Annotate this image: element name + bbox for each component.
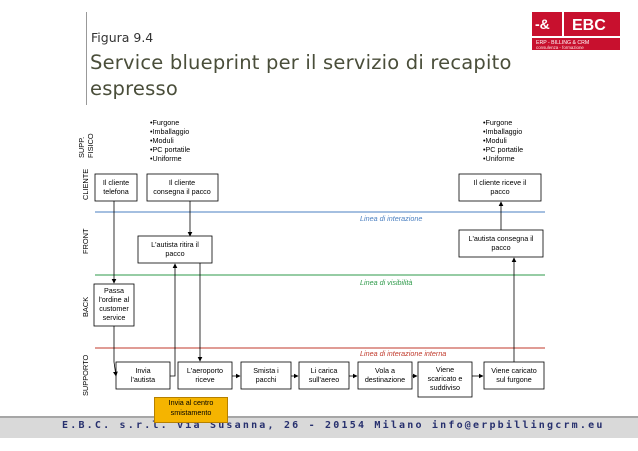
box-text: service xyxy=(103,313,126,322)
box-autista-ritira xyxy=(137,235,213,264)
box-text: Li carica xyxy=(311,366,338,375)
slide-title: Service blueprint per il servizio di rec… xyxy=(90,51,512,100)
callout-line: smistamento xyxy=(170,408,212,417)
header-divider xyxy=(86,12,87,105)
box-text: customer xyxy=(99,304,129,313)
box-text: L'autista consegna il xyxy=(469,234,534,243)
box-text: Invia xyxy=(135,366,150,375)
box-cliente-telefona xyxy=(94,173,138,202)
logo-tag-bg xyxy=(532,38,620,50)
box-text: Il cliente riceve il xyxy=(474,178,527,187)
lane-supp-fisico-1: SUPP. xyxy=(77,137,86,158)
box-text: consegna il pacco xyxy=(153,187,211,196)
physical-support-right: •Furgone •Imballaggio •Moduli •PC portat… xyxy=(483,118,523,163)
box-text: riceve xyxy=(195,375,214,384)
support-left-item: •Uniforme xyxy=(150,154,182,163)
footer-top-rule xyxy=(0,416,638,418)
box-text: sul furgone xyxy=(496,375,532,384)
support-right-item: •Uniforme xyxy=(483,154,515,163)
box-text: sull'aereo xyxy=(309,375,340,384)
label-linea-interazione-interna: Linea di interazione interna xyxy=(360,349,446,358)
box-text: Smista i xyxy=(253,366,279,375)
box-carica-aereo xyxy=(298,361,350,390)
box-invia-autista xyxy=(115,361,171,390)
box-smista-pacchi xyxy=(240,361,292,390)
footer-text: E.B.C. s.r.l. via Susanna, 26 - 20154 Mi… xyxy=(62,420,605,431)
box-text: suddiviso xyxy=(430,383,460,392)
box-cliente-riceve xyxy=(458,173,542,202)
logo-mark: -& xyxy=(535,16,550,32)
box-text: l'autista xyxy=(131,375,155,384)
box-text: Passa xyxy=(104,286,124,295)
box-text: scaricato e xyxy=(428,374,463,383)
lane-cliente: CLIENTE xyxy=(81,169,90,200)
support-right-item: •PC portatile xyxy=(483,145,523,154)
box-text: pacco xyxy=(491,243,510,252)
logo-name-bg xyxy=(564,12,620,36)
label-linea-interazione: Linea di interazione xyxy=(360,214,422,223)
box-cliente-consegna xyxy=(146,173,219,202)
box-aeroporto-riceve xyxy=(177,361,233,390)
box-text: Vola a xyxy=(375,366,395,375)
logo-subline: consulenza - formazione xyxy=(536,45,584,50)
box-text: Viene xyxy=(436,365,454,374)
box-autista-consegna xyxy=(458,229,544,258)
box-text: destinazione xyxy=(365,375,405,384)
callout-line: Invia al centro xyxy=(168,398,214,407)
support-right-item: •Imballaggio xyxy=(483,127,522,136)
box-text: Viene caricato xyxy=(491,366,536,375)
box-text: L'autista ritira il xyxy=(151,240,199,249)
support-left-item: •Imballaggio xyxy=(150,127,189,136)
lane-supporto: SUPPORTO xyxy=(81,355,90,396)
lane-back: BACK xyxy=(81,297,90,317)
box-text: l'ordine al xyxy=(99,295,130,304)
callout-invia-centro: Invia al centro smistamento xyxy=(154,397,228,423)
box-caricato-furgone xyxy=(483,361,545,390)
logo-tagline: ERP - BILLING & CRM xyxy=(536,40,589,46)
lane-front: FRONT xyxy=(81,228,90,254)
support-left-item: •Moduli xyxy=(150,136,174,145)
box-vola-destinazione xyxy=(357,361,413,390)
label-linea-visibilita: Linea di visibilità xyxy=(360,278,412,287)
support-right-item: •Moduli xyxy=(483,136,507,145)
arrow-passa-to-invia xyxy=(113,361,118,377)
box-viene-scaricato xyxy=(417,361,473,398)
box-text: pacchi xyxy=(256,375,277,384)
figure-label: Figura 9.4 xyxy=(91,30,154,45)
box-text: pacco xyxy=(490,187,509,196)
ebc-logo: -& EBC ERP - BILLING & CRM consulenza - … xyxy=(532,12,620,50)
logo-name: EBC xyxy=(572,17,606,34)
support-right-item: •Furgone xyxy=(483,118,512,127)
box-text: Il cliente xyxy=(103,178,129,187)
box-text: pacco xyxy=(165,249,184,258)
box-text: telefona xyxy=(103,187,129,196)
box-text: Il cliente xyxy=(169,178,195,187)
arrow-invia-to-ritira xyxy=(170,263,178,377)
logo-mark-bg xyxy=(532,12,562,36)
physical-support-left: •Furgone •Imballaggio •Moduli •PC portat… xyxy=(150,118,190,163)
box-text: L'aeroporto xyxy=(187,366,223,375)
support-left-item: •Furgone xyxy=(150,118,179,127)
lane-supp-fisico-2: FISICO xyxy=(86,133,95,158)
support-left-item: •PC portatile xyxy=(150,145,190,154)
